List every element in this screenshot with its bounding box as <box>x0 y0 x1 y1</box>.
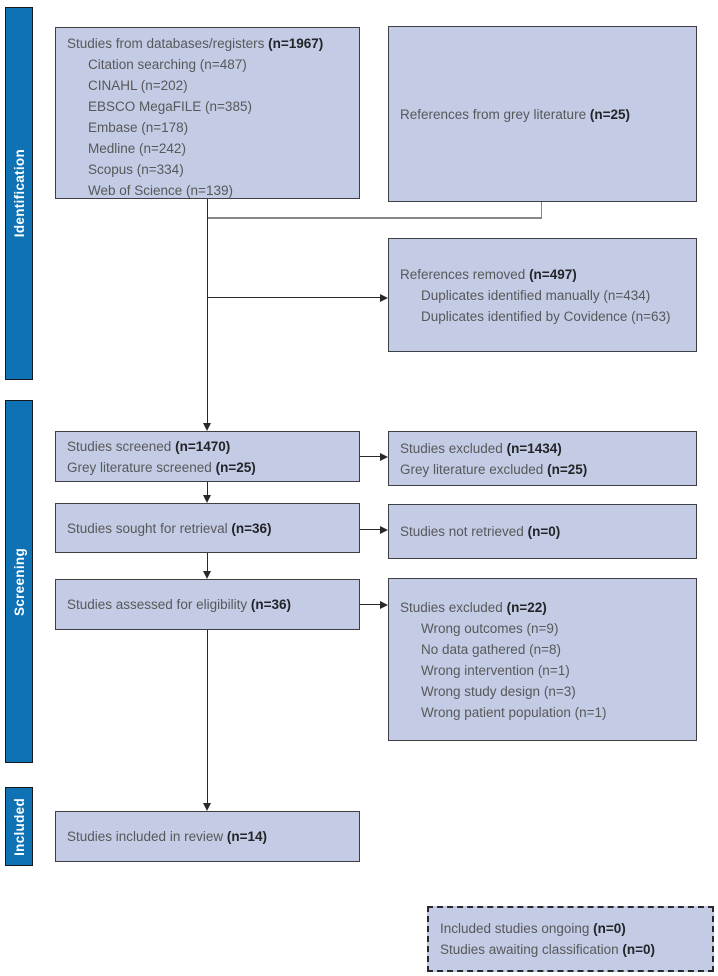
box-not-retrieved-head: Studies not retrieved (n=0) <box>400 524 561 539</box>
arrowhead-right-excluded-screening <box>380 452 388 461</box>
arrowhead-down-sought <box>203 495 211 503</box>
stage-label-included: Included <box>11 797 27 856</box>
stage-bar-identification: Identification <box>5 7 33 380</box>
box-awaiting-classification: Included studies ongoing (n=0) Studies a… <box>427 906 714 972</box>
box-excluded-eligibility-item: No data gathered (n=8) <box>421 641 561 657</box>
box-databases-item: Citation searching (n=487) <box>88 57 247 72</box>
stage-label-identification: Identification <box>11 149 27 238</box>
arrowhead-down-screened <box>203 423 211 431</box>
box-databases-item: EBSCO MegaFILE (n=385) <box>88 99 252 114</box>
box-databases-item: Web of Science (n=139) <box>88 183 233 198</box>
connector-assessed-to-included-line <box>206 630 208 805</box>
box-references-removed: References removed (n=497) Duplicates id… <box>388 238 697 352</box>
box-databases-item: Medline (n=242) <box>88 141 186 156</box>
box-excluded-eligibility-item: Wrong patient population (n=1) <box>421 704 607 720</box>
box-screened: Studies screened (n=1470) Grey literatur… <box>55 431 360 482</box>
arrowhead-down-assessed <box>203 571 211 579</box>
connector-greylit-elbow-horizontal <box>207 217 542 219</box>
box-excluded-eligibility-head: Studies excluded (n=22) <box>400 599 547 615</box>
box-assessed-head: Studies assessed for eligibility (n=36) <box>67 597 291 612</box>
box-screened-line: Grey literature screened (n=25) <box>67 459 256 475</box>
box-excluded-eligibility: Studies excluded (n=22) Wrong outcomes (… <box>388 578 697 741</box>
box-sought: Studies sought for retrieval (n=36) <box>55 503 360 553</box>
box-references-removed-item: Duplicates identified manually (n=434) <box>421 287 651 303</box>
box-included-review-head: Studies included in review (n=14) <box>67 829 267 844</box>
stage-bar-screening: Screening <box>5 400 33 763</box>
box-screened-line: Studies screened (n=1470) <box>67 438 231 454</box>
box-awaiting-line: Studies awaiting classification (n=0) <box>440 942 655 957</box>
box-references-removed-item: Duplicates identified by Covidence (n=63… <box>421 308 671 324</box>
box-databases-head: Studies from databases/registers (n=1967… <box>67 36 324 51</box>
box-excluded-eligibility-item: Wrong outcomes (n=9) <box>421 620 559 636</box>
connector-sought-to-notretrieved-line <box>360 528 380 530</box>
box-assessed: Studies assessed for eligibility (n=36) <box>55 579 360 630</box>
connector-screened-to-excluded-line <box>360 455 380 457</box>
box-databases-item: Scopus (n=334) <box>88 162 184 177</box>
connector-databases-to-screened-line <box>206 199 208 425</box>
connector-sought-to-assessed-line <box>206 553 208 572</box>
box-not-retrieved: Studies not retrieved (n=0) <box>388 504 697 559</box>
box-databases: Studies from databases/registers (n=1967… <box>55 27 360 199</box>
box-grey-literature: References from grey literature (n=25) <box>388 26 697 202</box>
box-excluded-screening: Studies excluded (n=1434) Grey literatur… <box>388 431 697 486</box>
stage-bar-included: Included <box>5 787 33 866</box>
box-references-removed-head: References removed (n=497) <box>400 266 577 282</box>
box-grey-literature-head: References from grey literature (n=25) <box>400 106 630 122</box>
connector-assessed-to-excluded-line <box>360 603 380 605</box>
connector-greylit-elbow-vertical <box>540 202 542 218</box>
box-excluded-eligibility-item: Wrong intervention (n=1) <box>421 662 570 678</box>
connector-to-references-removed-line <box>207 296 380 298</box>
box-excluded-screening-line: Grey literature excluded (n=25) <box>400 461 588 477</box>
box-included-review: Studies included in review (n=14) <box>55 811 360 862</box>
arrowhead-right-references-removed <box>380 293 388 302</box>
box-excluded-eligibility-item: Wrong study design (n=3) <box>421 683 576 699</box>
box-databases-item: CINAHL (n=202) <box>88 78 188 93</box>
arrowhead-down-included <box>203 803 211 811</box>
box-excluded-screening-line: Studies excluded (n=1434) <box>400 440 562 456</box>
box-databases-item: Embase (n=178) <box>88 120 189 135</box>
arrowhead-right-not-retrieved <box>380 525 388 534</box>
connector-screened-to-sought-line <box>206 482 208 497</box>
box-awaiting-line: Included studies ongoing (n=0) <box>440 921 626 936</box>
box-sought-head: Studies sought for retrieval (n=36) <box>67 520 272 536</box>
stage-label-screening: Screening <box>11 547 27 616</box>
arrowhead-right-excluded-eligibility <box>380 600 388 609</box>
